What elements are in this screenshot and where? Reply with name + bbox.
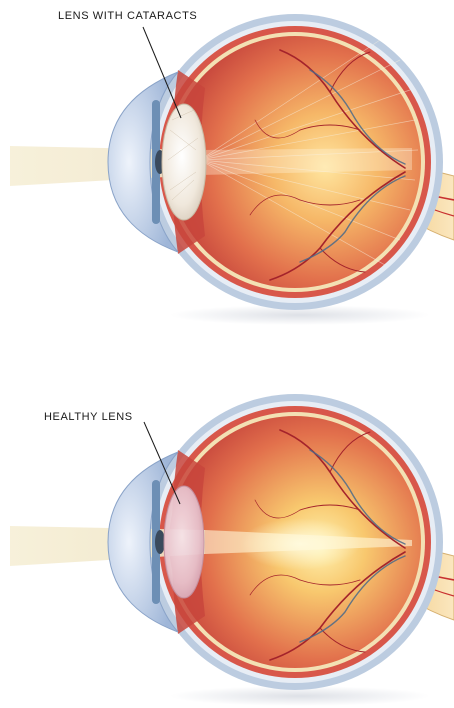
healthy-lens-label: HEALTHY LENS	[44, 411, 133, 423]
healthy-lens	[164, 486, 204, 598]
focus-glow	[240, 518, 360, 570]
eye-healthy-panel: HEALTHY LENS	[0, 354, 454, 708]
eye-healthy-drawing	[0, 354, 454, 708]
eye-cataract-panel: LENS WITH CATARACTS	[0, 0, 454, 354]
lens-with-cataracts-label: LENS WITH CATARACTS	[58, 10, 197, 22]
eye-cataract-drawing	[0, 0, 454, 354]
cloudy-lens	[162, 104, 206, 220]
